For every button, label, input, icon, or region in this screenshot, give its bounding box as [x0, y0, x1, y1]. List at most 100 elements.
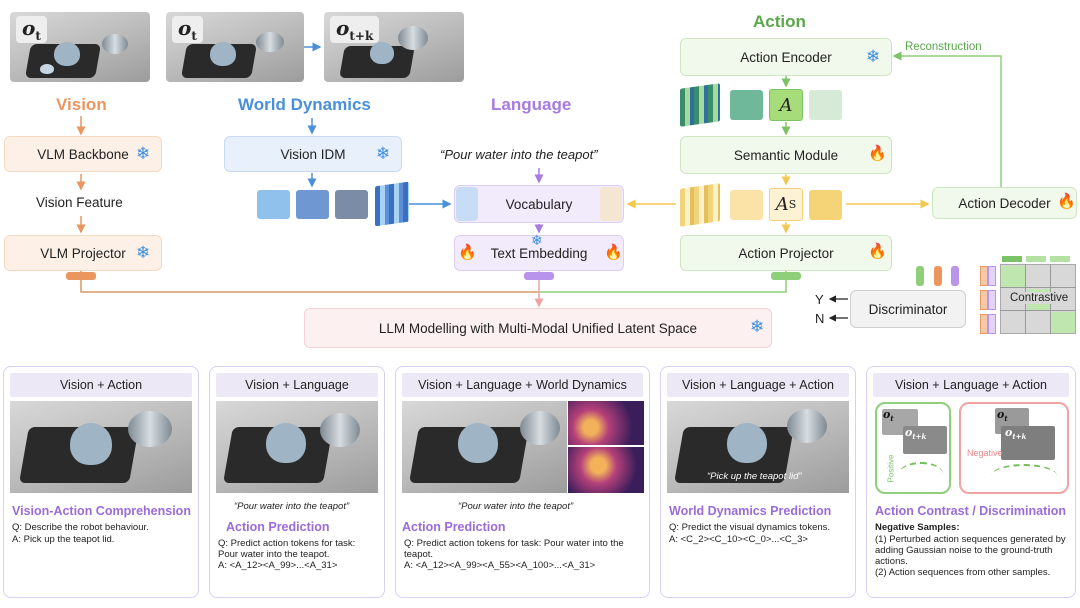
neg-o2-sub: t+k — [1012, 432, 1027, 442]
panel-head: Vision + Language + Action — [667, 373, 849, 397]
panel-head: Vision + Language + World Dynamics — [402, 373, 643, 397]
frame-current-vision: ot — [10, 12, 150, 82]
snowflake-icon: ❄ — [531, 232, 543, 248]
frame-future: ot+k — [324, 12, 464, 82]
panel-vision-language: Vision + Language “Pour water into the t… — [209, 366, 385, 598]
disc-token-1 — [916, 266, 924, 286]
semantic-module-label: Semantic Module — [733, 147, 839, 163]
snowflake-icon: ❄ — [866, 47, 881, 66]
panel-head: Vision + Action — [10, 373, 192, 397]
action-projector-label: Action Projector — [738, 245, 834, 261]
positive-trajectory — [899, 462, 943, 486]
section-title-world-dynamics: World Dynamics — [238, 95, 371, 114]
panel-title: Action Prediction — [402, 520, 506, 534]
negative-samples-heading: Negative Samples: — [875, 522, 960, 533]
panel-question: Q: Predict the visual dynamics tokens. — [669, 522, 831, 533]
flame-icon: 🔥 — [868, 145, 887, 162]
section-title-action: Action — [753, 12, 806, 31]
panel-scene-image — [402, 401, 567, 493]
action-encoder-box: Action Encoder — [680, 38, 892, 76]
disc-token-2 — [934, 266, 942, 286]
frame-current-world: ot — [166, 12, 304, 82]
pos-o1: o — [883, 408, 891, 421]
panel-question-cont: Pour water into the teapot. — [218, 549, 330, 560]
flame-icon: 🔥 — [868, 243, 887, 260]
dynamics-heatmap-1 — [568, 401, 644, 445]
semantic-module-box: Semantic Module — [680, 136, 892, 174]
flame-icon: 🔥 — [1057, 193, 1076, 210]
panel-scene-image — [10, 401, 192, 493]
panel-answer: A: <A_12><A_99>...<A_31> — [218, 560, 338, 571]
vlm-backbone-label: VLM Backbone — [37, 146, 129, 162]
panel-quote: “Pour water into the teapot” — [458, 501, 574, 512]
reconstruction-label: Reconstruction — [905, 41, 982, 53]
disc-token-3 — [951, 266, 959, 286]
semantic-token-as-label: A — [775, 194, 789, 215]
panel-answer: A: <A_12><A_99><A_55><A_100>...<A_31> — [404, 560, 596, 571]
panel-answer: A: <C_2><C_10><C_0>...<C_3> — [669, 534, 808, 545]
no-label: N — [815, 311, 825, 326]
panel-question-cont: teapot. — [404, 549, 434, 560]
language-output-token — [524, 272, 554, 280]
panel-title: Action Contrast / Discrimination — [875, 504, 1066, 518]
section-title-vision: Vision — [56, 95, 107, 114]
action-decoder-label: Action Decoder — [958, 195, 1051, 211]
negative-sample-line: adding Gaussian noise to the ground-trut… — [875, 545, 1053, 556]
panel-title: Action Prediction — [226, 520, 330, 534]
discriminator-label: Discriminator — [868, 301, 948, 317]
action-projector-box: Action Projector — [680, 235, 892, 271]
frame-label-ot: ot — [16, 16, 47, 43]
flame-icon: 🔥 — [604, 244, 623, 261]
action-token-3 — [809, 90, 842, 120]
panel-image-caption: “Pick up the teapot lid” — [707, 471, 802, 482]
action-token-a-label: A — [779, 94, 793, 116]
llm-modelling-label: LLM Modelling with Multi-Modal Unified L… — [378, 320, 698, 336]
panel-head: Vision + Language + Action — [873, 373, 1069, 397]
snowflake-icon: ❄ — [136, 144, 151, 163]
vision-output-token — [66, 272, 96, 280]
action-encoder-label: Action Encoder — [740, 49, 832, 65]
discriminator-box: Discriminator — [850, 290, 966, 328]
pos-o2: o — [905, 426, 913, 439]
section-title-language: Language — [491, 95, 572, 114]
semantic-token-3 — [809, 190, 842, 220]
vocab-right-token — [600, 187, 622, 221]
panel-vision-action: Vision + Action Vision-Action Comprehens… — [3, 366, 199, 598]
world-token-1 — [257, 190, 290, 219]
world-token-3 — [335, 190, 368, 219]
panel-title: World Dynamics Prediction — [669, 504, 832, 518]
negative-sample-line: (1) Perturbed action sequences generated… — [875, 534, 1066, 545]
negative-trajectory — [991, 464, 1057, 488]
pos-o1-sub: t — [890, 414, 894, 424]
vision-feature-label: Vision Feature — [36, 195, 123, 210]
negative-sample-line: (2) Action sequences from other samples. — [875, 567, 1051, 578]
semantic-token-as-sup: S — [788, 198, 797, 211]
vlm-projector-label: VLM Projector — [40, 245, 126, 261]
semantic-token-cube — [680, 183, 720, 227]
vocabulary-box: Vocabulary — [454, 185, 624, 223]
world-token-cube — [375, 181, 409, 227]
positive-sample-box: ot ot+k Positive — [875, 402, 951, 494]
frame-label-ot-2: ot — [172, 16, 203, 43]
panel-answer: A: Pick up the teapot lid. — [12, 534, 115, 545]
action-token-cube — [680, 83, 720, 127]
positive-label: Positive — [886, 454, 896, 483]
pos-o2-sub: t+k — [912, 432, 927, 442]
contrastive-matrix: Contrastive — [980, 256, 1078, 334]
panel-question: Q: Predict action tokens for task: — [218, 538, 356, 549]
panel-world-dynamics-prediction: Vision + Language + Action “Pick up the … — [660, 366, 856, 598]
vocabulary-label: Vocabulary — [505, 196, 573, 212]
action-output-token — [771, 272, 801, 280]
neg-o1-sub: t — [1004, 414, 1008, 424]
llm-modelling-box: LLM Modelling with Multi-Modal Unified L… — [304, 308, 772, 348]
text-embedding-label: Text Embedding — [490, 245, 588, 261]
negative-label: Negative — [967, 448, 1003, 458]
vlm-projector-box: VLM Projector — [4, 235, 162, 271]
yes-label: Y — [815, 292, 824, 307]
frame-label-otk: ot+k — [330, 16, 380, 43]
flame-icon: 🔥 — [458, 244, 477, 261]
panel-action-contrast: Vision + Language + Action ot ot+k Posit… — [866, 366, 1076, 598]
negative-sample-line: actions. — [875, 556, 908, 567]
world-token-2 — [296, 190, 329, 219]
